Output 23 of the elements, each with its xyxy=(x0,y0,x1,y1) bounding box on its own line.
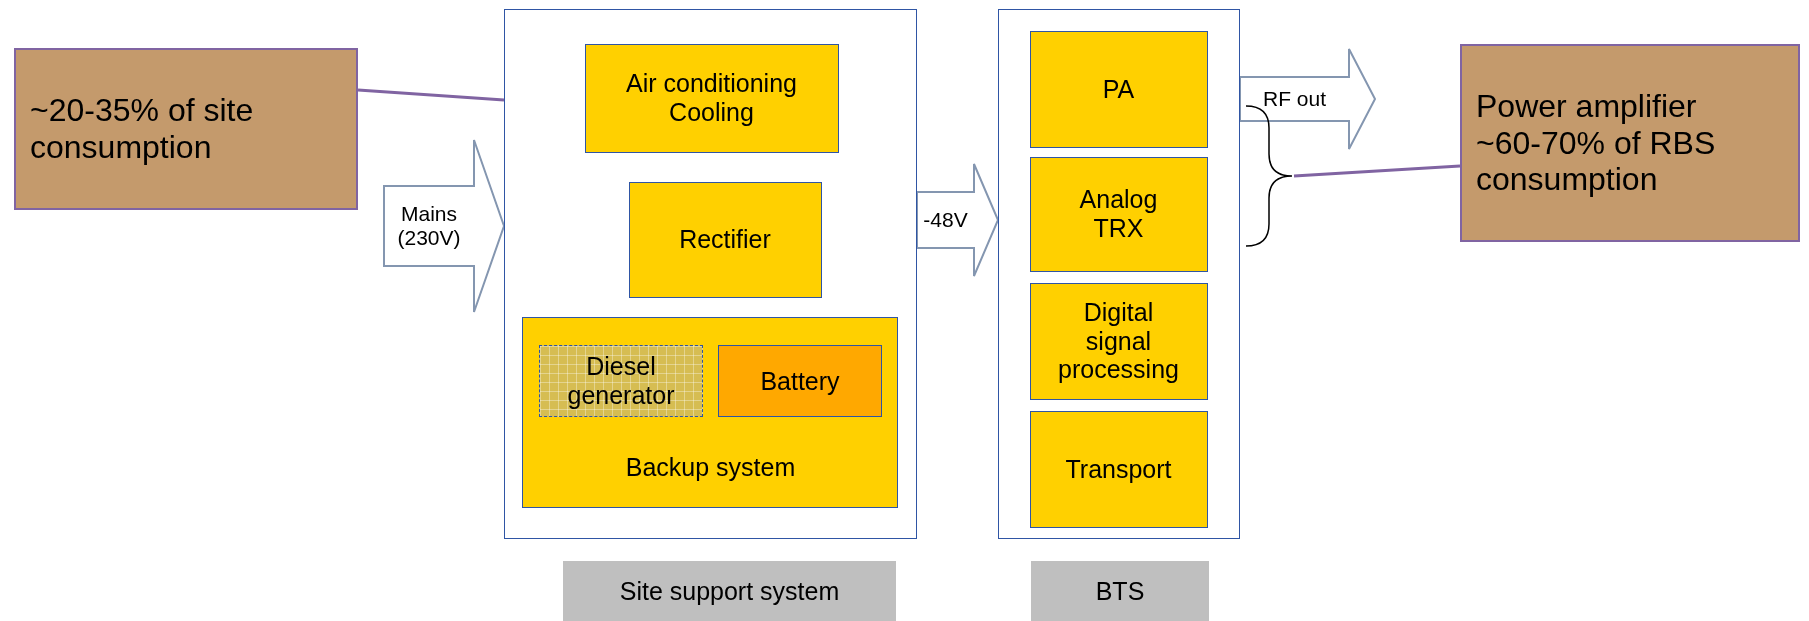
block-arrow xyxy=(1239,48,1377,150)
group-label: BTS xyxy=(1031,561,1209,621)
edge-label: -48V xyxy=(922,206,969,233)
component-box: PA xyxy=(1029,30,1208,148)
callout-box: ~20-35% of site consumption xyxy=(14,48,358,210)
group-box xyxy=(521,316,898,508)
component-box: Digital signal processing xyxy=(1029,282,1208,400)
component-box: Diesel generator xyxy=(539,345,703,417)
edge-label: RF out xyxy=(1262,85,1327,112)
callout-box: Power amplifier ~60-70% of RBS consumption xyxy=(1460,44,1800,242)
block-arrow xyxy=(916,163,1000,277)
component-box: Transport xyxy=(1029,410,1208,528)
group-label: Site support system xyxy=(563,561,896,621)
component-box: Rectifier xyxy=(628,181,822,298)
group-label: Backup system xyxy=(624,452,797,483)
component-box: Battery xyxy=(718,345,882,417)
edge-label: Mains (230V) xyxy=(396,200,462,251)
component-box: Analog TRX xyxy=(1029,156,1208,272)
component-box: Air conditioning Cooling xyxy=(584,43,839,153)
curly-brace xyxy=(1244,104,1294,248)
leader-line xyxy=(1293,164,1461,178)
block-arrow xyxy=(383,139,506,313)
leader-line xyxy=(357,88,505,102)
